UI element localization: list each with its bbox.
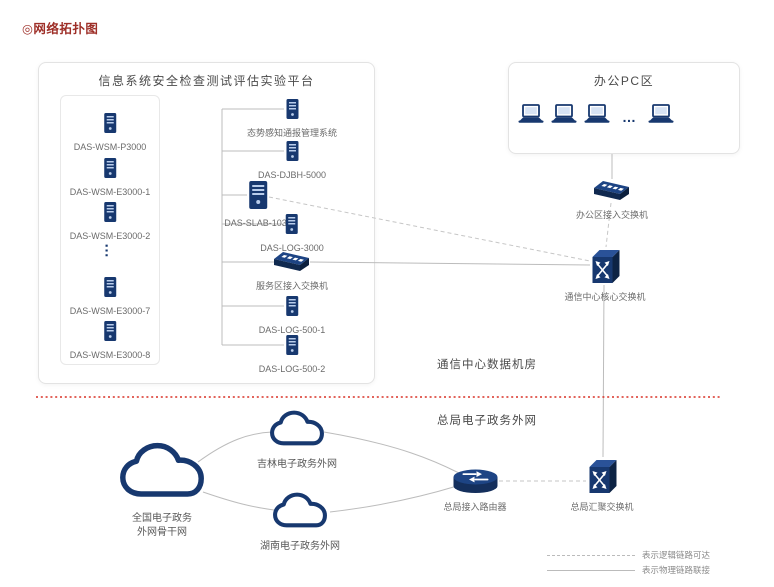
- node-label: 通信中心核心交换机: [564, 292, 646, 302]
- node-label: 总局接入路由器: [443, 502, 507, 512]
- server-das-wsm-e3000-1: DAS-WSM-E3000-1: [69, 157, 151, 199]
- legend-label: 表示物理链路联接: [642, 565, 711, 575]
- legend-item-physical: 表示物理链路联接: [547, 564, 710, 576]
- cloud-icon: [271, 492, 329, 537]
- office-ellipsis: …: [622, 109, 636, 125]
- node-label: 总局汇聚交换机: [570, 502, 634, 512]
- service-area-access-switch: 服务区接入交换机: [256, 251, 328, 293]
- cloud-icon: [268, 410, 326, 455]
- office-pc-panel: 办公PC区: [508, 62, 740, 154]
- node-label: DAS-LOG-500-1: [258, 325, 326, 335]
- cloud-jilin: 吉林电子政务外网: [257, 410, 337, 472]
- node-label: DAS-WSM-E3000-7: [69, 306, 151, 316]
- legend-item-logical: 表示逻辑链路可达: [547, 549, 710, 561]
- node-label: DAS-LOG-500-2: [258, 364, 326, 374]
- cloud-icon: [116, 442, 208, 509]
- rack-ellipsis: …: [101, 243, 119, 258]
- cloud-hunan: 湖南电子政务外网: [260, 492, 340, 554]
- server-icon: [103, 201, 118, 228]
- core-switch-icon: [587, 458, 617, 499]
- legend-label: 表示逻辑链路可达: [642, 550, 711, 560]
- node-label: DAS-DJBH-5000: [257, 170, 327, 180]
- node-label: DAS-SLAB-1030: [224, 218, 292, 228]
- server-icon: [285, 140, 300, 167]
- solid-line-sample: [547, 569, 635, 571]
- office-pc-title: 办公PC区: [593, 74, 655, 88]
- server-rack-panel: [60, 95, 160, 365]
- server-das-wsm-e3000-8: DAS-WSM-E3000-8: [69, 320, 151, 362]
- laptop-icon: [583, 104, 611, 129]
- node-label: DAS-WSM-E3000-1: [69, 187, 151, 197]
- server-icon: [284, 98, 299, 125]
- platform-title: 信息系统安全检查测试评估实验平台: [98, 74, 315, 88]
- core-switch: 通信中心核心交换机: [564, 248, 646, 304]
- laptop-icon: [517, 104, 545, 129]
- laptop-4: [647, 104, 675, 129]
- aggregation-switch: 总局汇聚交换机: [570, 458, 634, 514]
- node-label: DAS-WSM-P3000: [73, 142, 147, 152]
- laptop-1: [517, 104, 545, 129]
- server-icon: [103, 112, 118, 139]
- section-label-datacenter: 通信中心数据机房: [437, 359, 537, 371]
- core-switch-icon: [590, 248, 620, 289]
- server-icon: [285, 295, 300, 322]
- section-label-extranet: 总局电子政务外网: [437, 415, 537, 427]
- node-label: 湖南电子政务外网: [260, 541, 340, 552]
- laptop-icon: [647, 104, 675, 129]
- dashed-line-sample: [547, 554, 635, 556]
- router-icon: [452, 468, 498, 499]
- server-icon: [103, 320, 118, 347]
- server-icon: [285, 213, 300, 240]
- server-das-wsm-p3000: DAS-WSM-P3000: [73, 112, 147, 154]
- node-label: DAS-WSM-E3000-8: [69, 350, 151, 360]
- server-icon: [247, 180, 269, 215]
- cloud-national: 全国电子政务 外网骨干网: [116, 442, 208, 539]
- server-icon: [103, 276, 118, 303]
- device-situational-awareness-system: 态势感知通报管理系统: [247, 98, 337, 140]
- access-router: 总局接入路由器: [443, 468, 507, 514]
- office-access-switch: 办公区接入交换机: [576, 180, 648, 222]
- node-label: 吉林电子政务外网: [257, 459, 337, 470]
- laptop-3: [583, 104, 611, 129]
- device-das-log-500-1: DAS-LOG-500-1: [258, 295, 326, 337]
- node-label: 态势感知通报管理系统: [246, 128, 338, 138]
- device-das-slab-1030: DAS-SLAB-1030: [224, 180, 292, 230]
- switch-icon: [593, 180, 630, 207]
- laptop-2: [550, 104, 578, 129]
- device-das-log-500-2: DAS-LOG-500-2: [258, 334, 326, 376]
- node-label: 服务区接入交换机: [255, 281, 329, 291]
- server-das-wsm-e3000-7: DAS-WSM-E3000-7: [69, 276, 151, 318]
- node-label-line2: 外网骨干网: [137, 526, 187, 538]
- laptop-icon: [550, 104, 578, 129]
- server-icon: [103, 157, 118, 184]
- switch-icon: [273, 251, 310, 278]
- device-das-log-3000: DAS-LOG-3000: [260, 213, 324, 255]
- page-title: ◎网络拓扑图: [22, 22, 99, 36]
- node-label-line1: 全国电子政务: [132, 513, 192, 524]
- node-label: DAS-WSM-E3000-2: [69, 231, 151, 241]
- server-das-wsm-e3000-2: DAS-WSM-E3000-2: [69, 201, 151, 243]
- node-label: 办公区接入交换机: [575, 210, 649, 220]
- server-icon: [285, 334, 300, 361]
- device-das-djbh-5000: DAS-DJBH-5000: [258, 140, 326, 182]
